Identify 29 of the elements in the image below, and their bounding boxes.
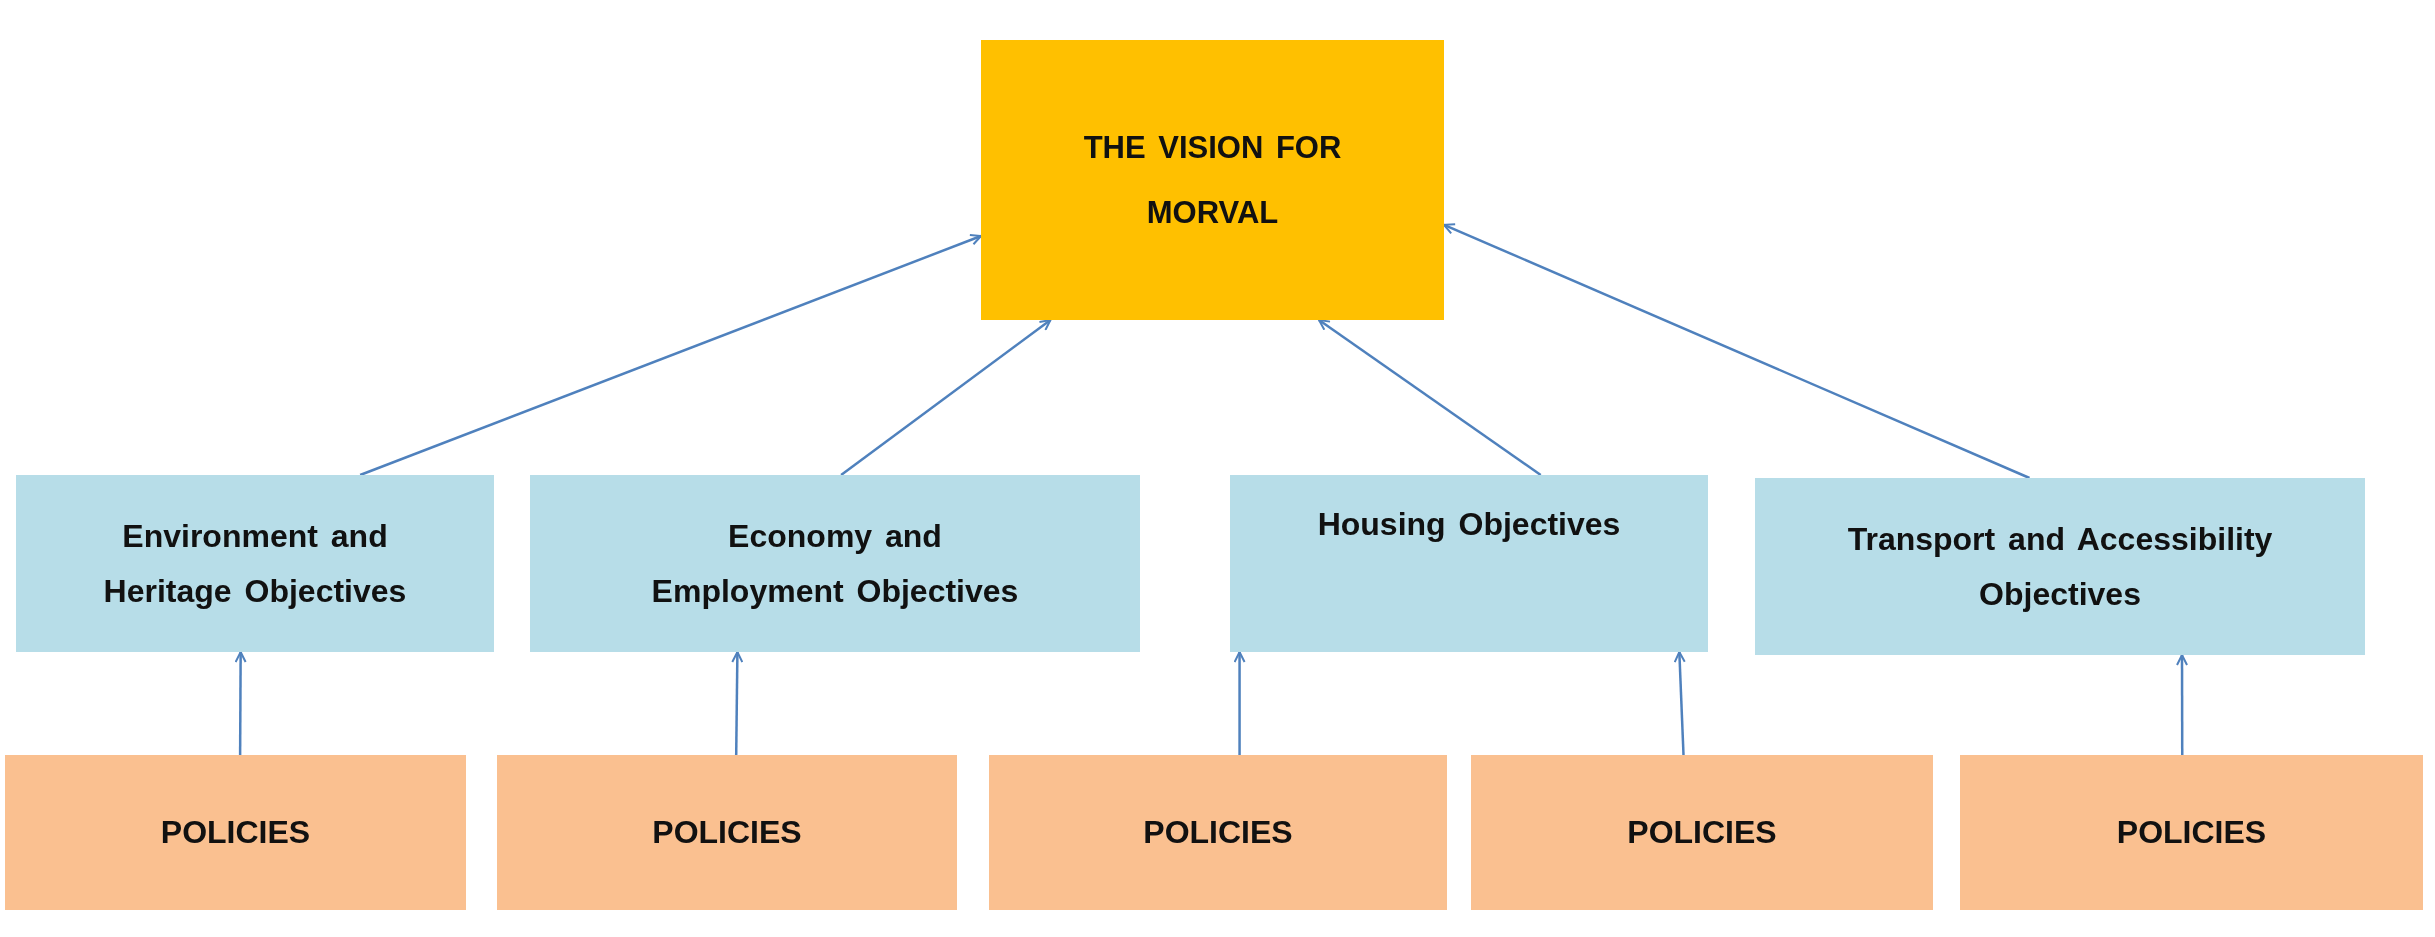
policy-box [989, 755, 1447, 910]
policy-box [1960, 755, 2423, 910]
box-label: POLICIES [1627, 813, 1777, 853]
objective-box [1755, 478, 2365, 655]
arrow [1318, 318, 1542, 477]
objective-box [16, 475, 494, 652]
arrow [731, 651, 744, 755]
box-label: Environment and Heritage Objectives [102, 517, 408, 611]
objective-box [1230, 475, 1708, 652]
box-label: Transport and Accessibility Objectives [1846, 520, 2274, 614]
policy-box [5, 755, 466, 910]
arrow [840, 319, 1052, 476]
box-label: POLICIES [160, 813, 311, 853]
arrow [2176, 654, 2188, 755]
arrow [234, 651, 247, 755]
box-label: THE VISION FOR MORVAL [1082, 128, 1343, 232]
box-label: POLICIES [2116, 813, 2267, 853]
arrow [1233, 651, 1246, 755]
policy-box [497, 755, 957, 910]
box-label: POLICIES [1143, 813, 1293, 853]
vision-box [981, 40, 1444, 320]
arrow [1673, 651, 1686, 756]
box-label: POLICIES [652, 813, 802, 853]
objective-box [530, 475, 1140, 652]
box-label: Economy and Employment Objectives [650, 517, 1020, 611]
arrow [359, 233, 982, 477]
box-label: Housing Objectives [1317, 505, 1621, 544]
policy-box [1471, 755, 1933, 910]
arrow [1443, 223, 2030, 480]
